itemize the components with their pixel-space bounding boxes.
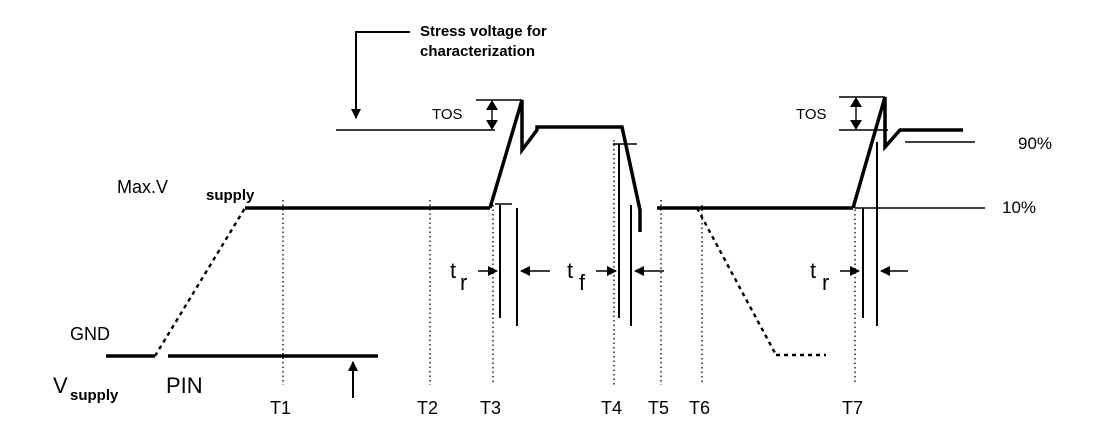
pulse-2 [851, 96, 963, 209]
annotation-line2: characterization [420, 43, 535, 60]
tos-2-arrows [850, 97, 862, 130]
time-label-t7: T7 [842, 398, 863, 418]
pulse-1 [488, 99, 642, 232]
supply-ramp-down [695, 207, 778, 356]
gnd-label: GND [70, 324, 110, 344]
time-label-t4: T4 [601, 398, 622, 418]
time-label-t6: T6 [689, 398, 710, 418]
tos-1-arrows [486, 100, 498, 130]
time-marker-lines [282, 140, 856, 385]
tr-1-sub: r [460, 270, 467, 295]
waveform [106, 96, 963, 358]
vsupply-label: V [53, 373, 68, 398]
time-label-t1: T1 [270, 398, 291, 418]
time-label-t3: T3 [480, 398, 501, 418]
tr-2-label: t [810, 258, 816, 283]
time-label-t5: T5 [648, 398, 669, 418]
tos-indicator-1: TOS [432, 99, 522, 130]
max-vsupply-sub: supply [206, 187, 255, 204]
rise-time-indicator-2: t r [810, 142, 908, 326]
pct-10-label: 10% [1002, 198, 1036, 217]
annotation-arrow [351, 31, 410, 119]
annotation-line1: Stress voltage for [420, 23, 547, 40]
tr-1-label: t [450, 258, 456, 283]
fall-time-indicator: t f [567, 144, 664, 326]
supply-ramp-up [153, 207, 247, 357]
tos-indicator-2: TOS [796, 96, 888, 131]
tf-label: t [567, 258, 573, 283]
pct-90-label: 90% [1018, 134, 1052, 153]
rise-time-indicator-1: t r [450, 205, 550, 326]
pin-label: PIN [166, 373, 203, 398]
max-vsupply-label: Max.V [117, 177, 168, 197]
time-label-t2: T2 [417, 398, 438, 418]
tos-2-label: TOS [796, 106, 827, 123]
stress-voltage-annotation: Stress voltage for characterization [336, 23, 547, 131]
tos-1-label: TOS [432, 106, 463, 123]
tf-sub: f [579, 270, 586, 295]
tr-2-sub: r [822, 270, 829, 295]
vsupply-sub: supply [70, 387, 119, 404]
